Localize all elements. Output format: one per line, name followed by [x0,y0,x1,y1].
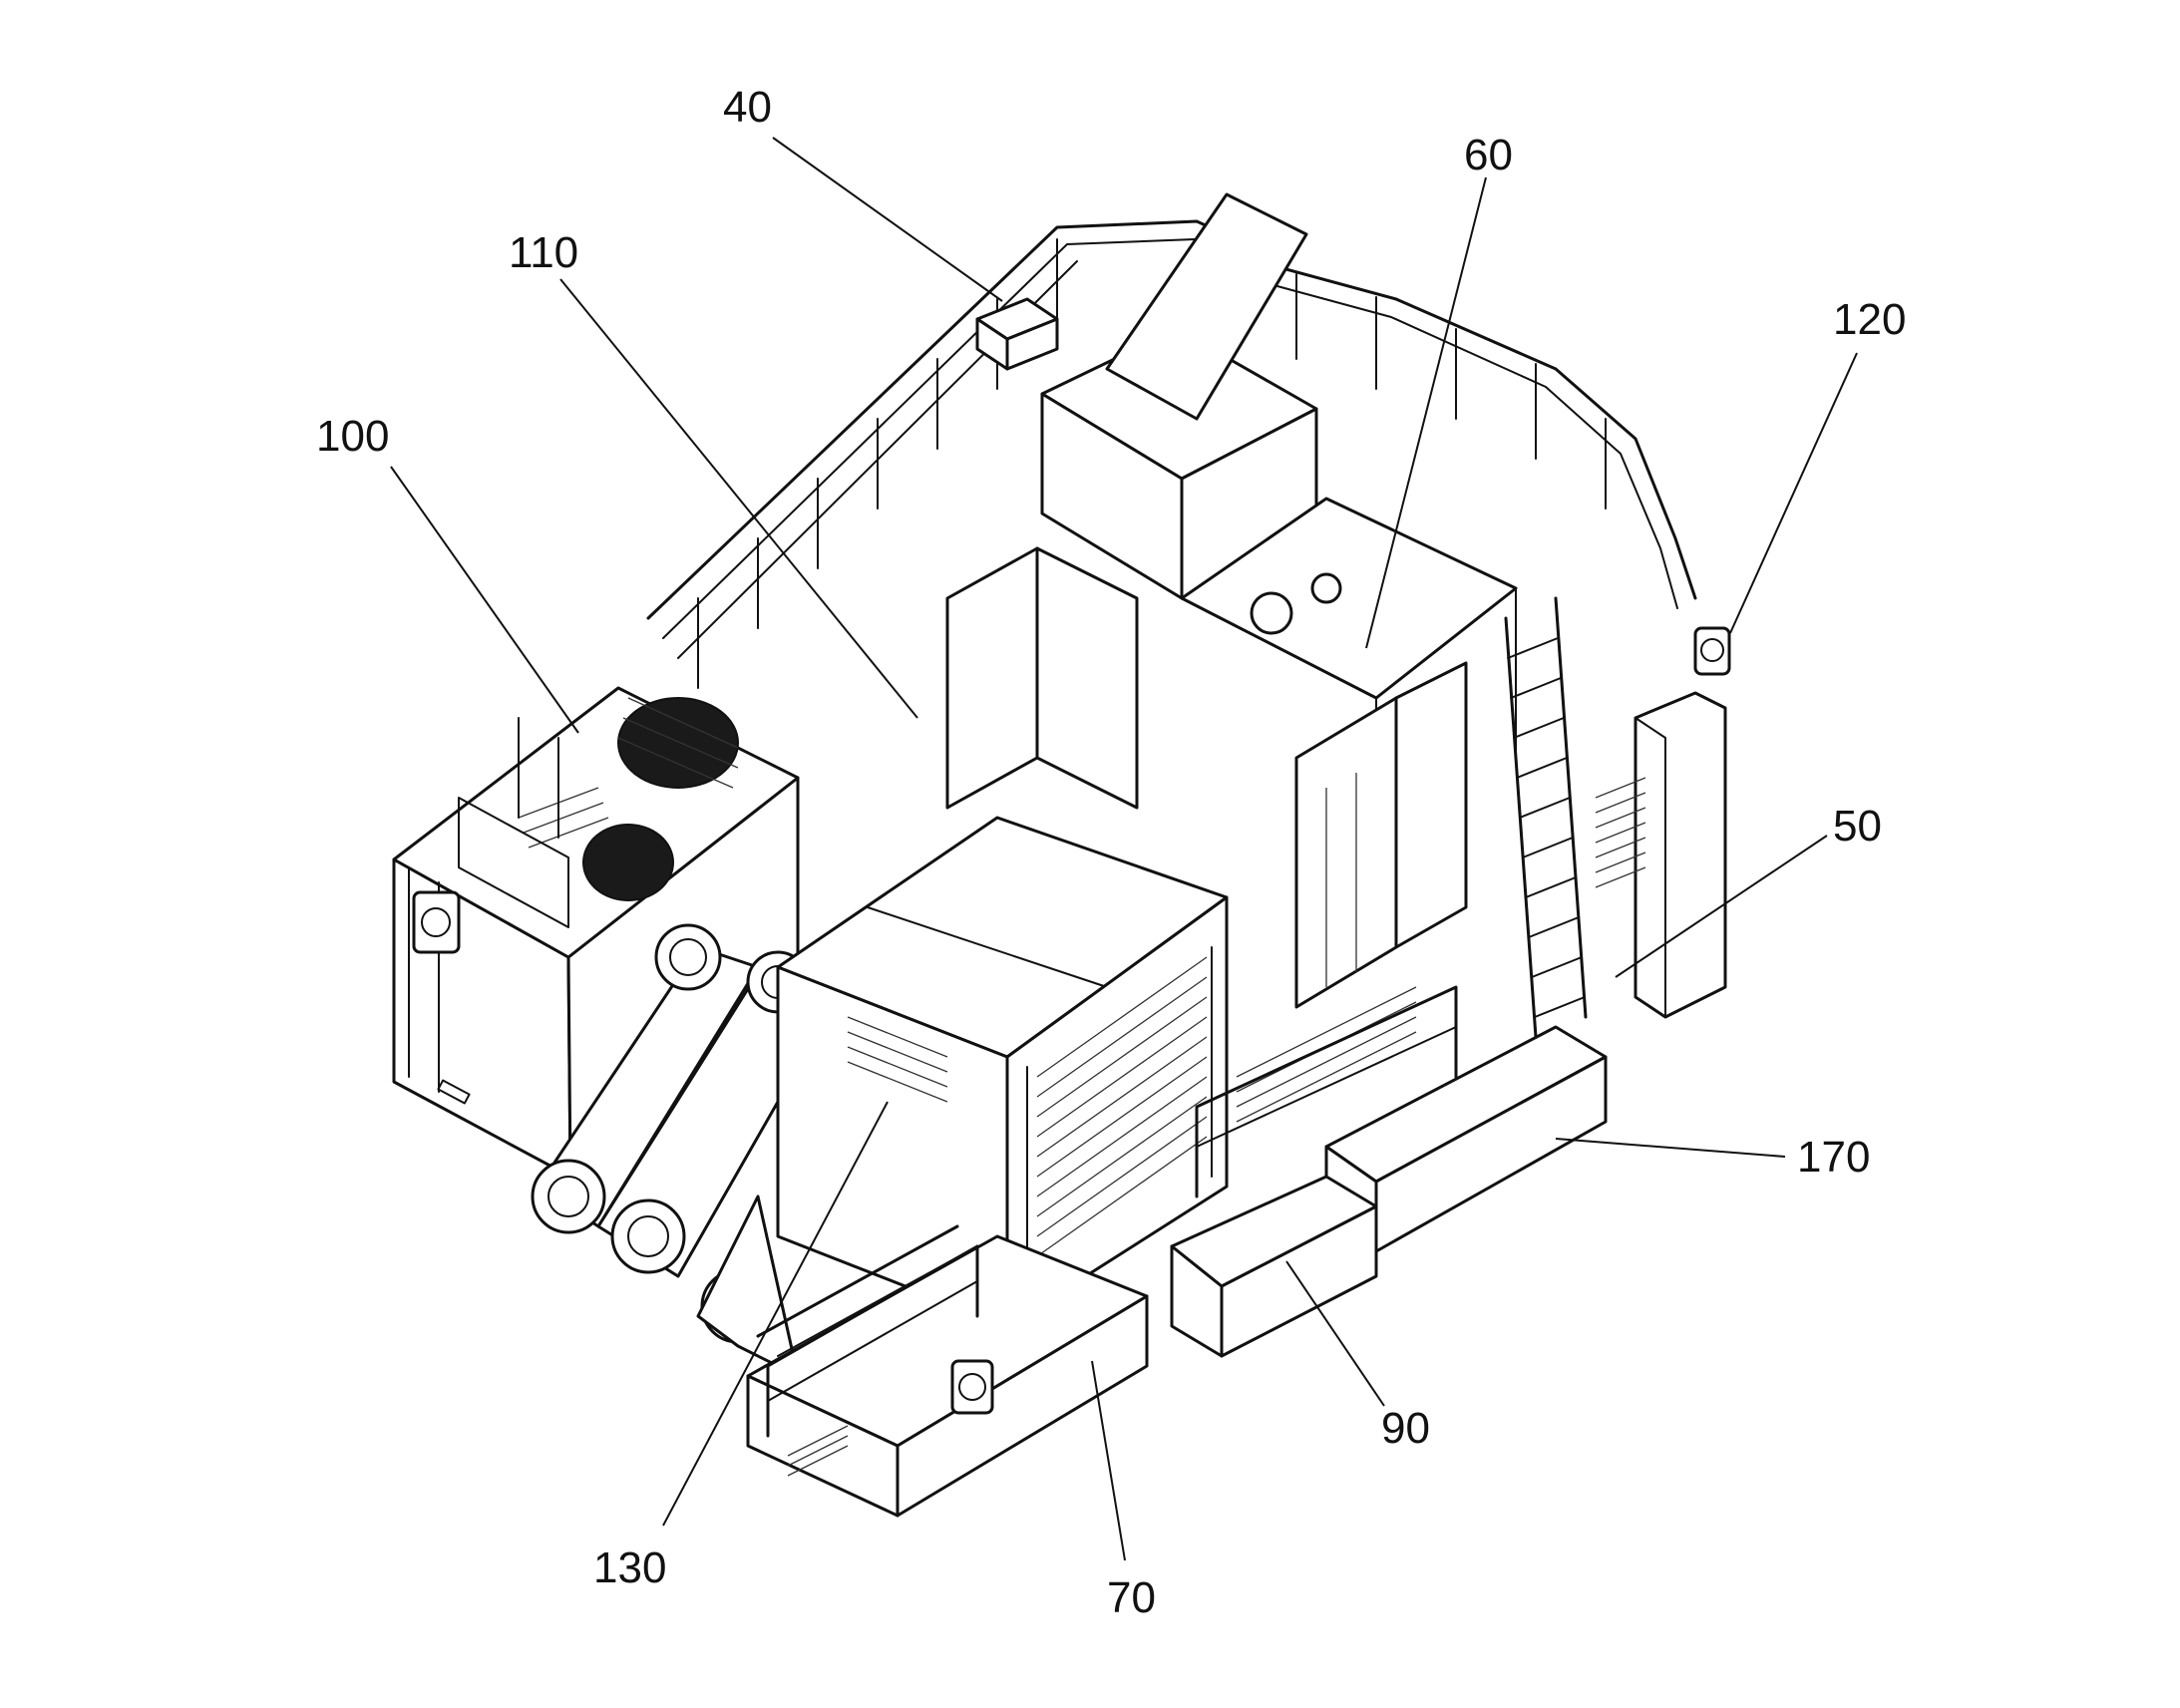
leader-120 [1729,352,1858,634]
machine-drawing [392,192,1731,1518]
leader-50 [1615,835,1828,978]
ref-label-130: 130 [593,1543,666,1592]
ref-label-50: 50 [1833,802,1882,851]
ref-label-60: 60 [1464,131,1513,179]
leader-40 [772,137,1003,302]
ref-label-90: 90 [1381,1404,1430,1453]
leader-130 [662,1101,889,1527]
leader-110 [559,278,918,719]
ref-label-40: 40 [723,83,772,132]
ref-label-120: 120 [1833,295,1906,344]
ref-label-70: 70 [1107,1573,1156,1622]
reference-labels: 40 60 110 120 100 50 170 90 130 70 [316,83,1906,1622]
ref-label-170: 170 [1797,1133,1870,1182]
ref-label-100: 100 [316,412,389,461]
leader-170 [1555,1138,1786,1158]
leader-90 [1285,1260,1385,1407]
ref-label-110: 110 [509,228,578,277]
leader-70 [1091,1360,1126,1561]
leader-60 [1365,176,1487,649]
leader-100 [390,466,579,734]
leader-lines [390,137,1858,1561]
